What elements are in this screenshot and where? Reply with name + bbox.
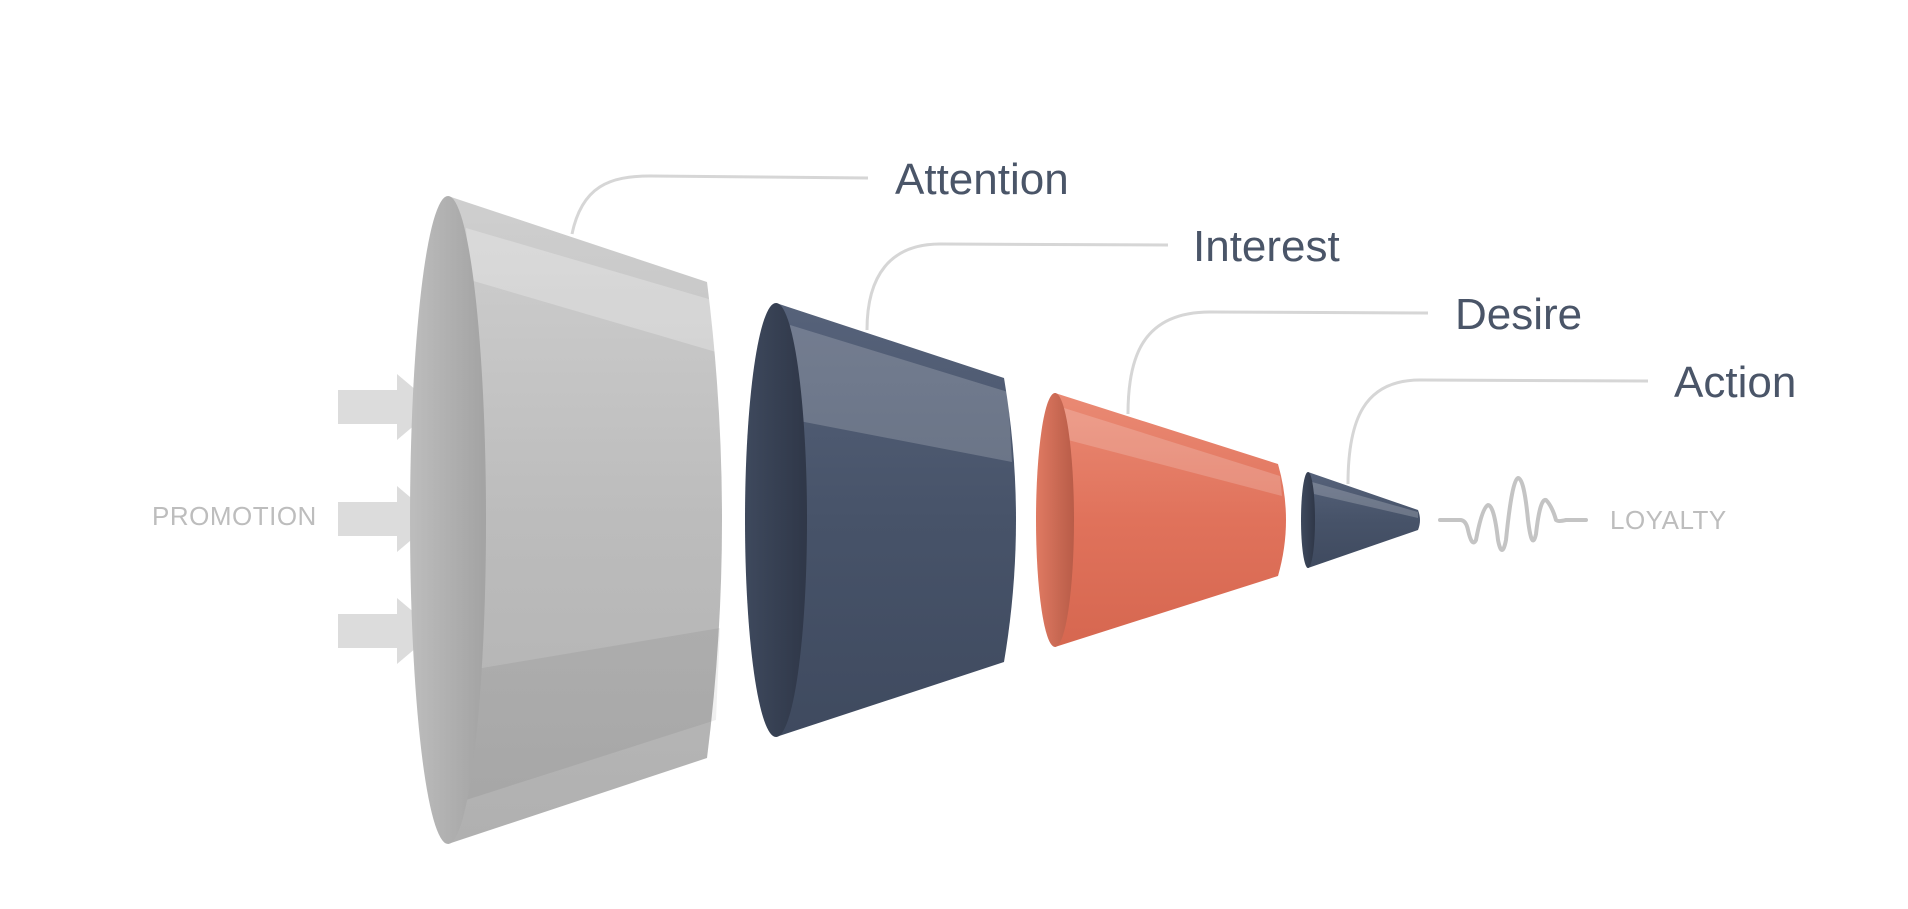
loyalty-label: LOYALTY <box>1610 505 1727 535</box>
interest-cone-face <box>745 303 807 737</box>
attention-cone-face <box>410 196 486 844</box>
connector-desire <box>1126 310 1429 415</box>
promotion-arrow-bottom <box>338 598 436 664</box>
attention-cone-highlight <box>466 228 716 352</box>
funnel-stage-desire <box>1036 393 1286 647</box>
connector-interest <box>865 242 1169 331</box>
desire-cone-body <box>1055 393 1286 647</box>
funnel-stage-action <box>1301 472 1420 568</box>
funnel-stage-attention <box>410 196 722 844</box>
desire-cone-face <box>1036 393 1074 647</box>
promotion-label: PROMOTION <box>152 501 317 531</box>
attention-cone-shadow <box>466 628 720 800</box>
promotion-arrow-top <box>338 374 436 440</box>
stage-label-interest: Interest <box>1193 222 1340 271</box>
action-cone-face <box>1301 472 1315 568</box>
loyalty-wave <box>1438 476 1588 552</box>
stage-label-attention: Attention <box>895 155 1069 204</box>
action-cone-highlight <box>1312 482 1418 518</box>
interest-cone-body <box>776 303 1016 737</box>
interest-cone-highlight <box>790 325 1012 462</box>
connector-attention <box>570 174 869 235</box>
attention-cone-body <box>448 196 722 844</box>
action-cone-body <box>1308 472 1420 568</box>
stage-label-desire: Desire <box>1455 290 1582 339</box>
funnel-stage-interest <box>745 303 1016 737</box>
connector-action <box>1346 378 1649 485</box>
desire-cone-highlight <box>1064 408 1282 496</box>
connector-lines <box>570 174 1649 485</box>
stage-label-action: Action <box>1674 358 1796 407</box>
